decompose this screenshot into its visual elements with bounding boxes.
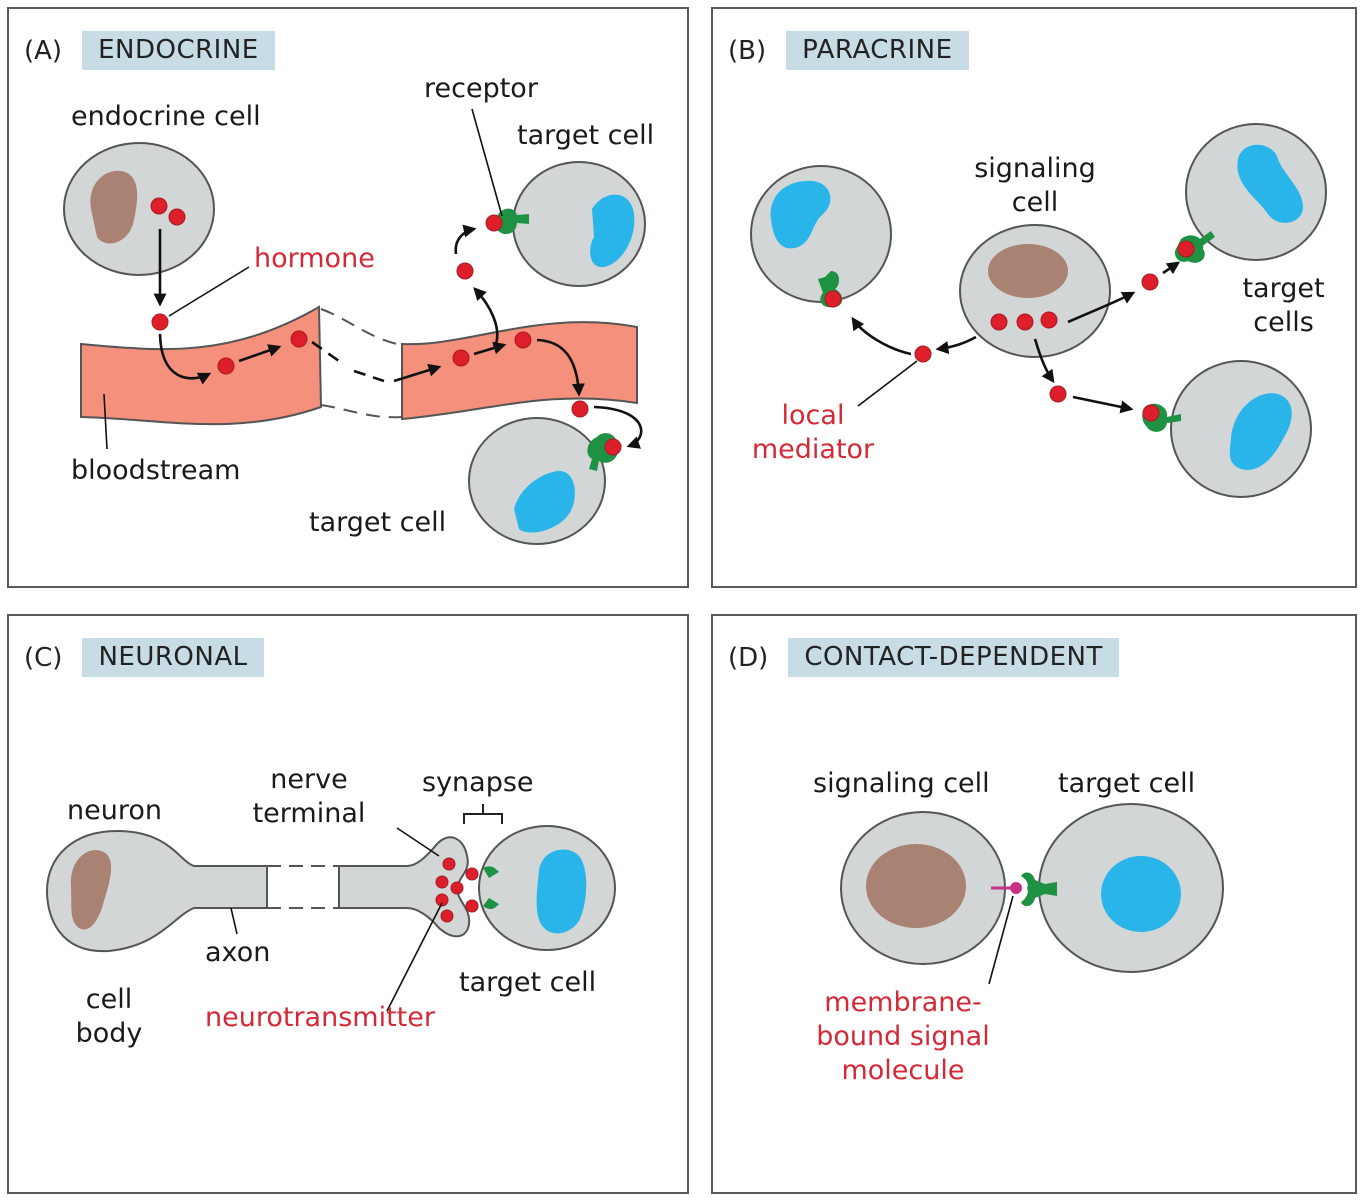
receptor-top (496, 208, 529, 235)
local-mediator-label: local mediator (751, 400, 875, 465)
panel-b-title: PARACRINE (786, 31, 969, 70)
neurotransmitter-label: neurotransmitter (205, 1002, 435, 1033)
bloodstream-left (80, 305, 323, 426)
local-mediator-dot (914, 345, 932, 363)
panel-neuronal: (C) NEURONAL nerve terminal synapse neur… (7, 614, 689, 1194)
target-cell-c-label: target cell (459, 967, 597, 998)
membrane-bound-label: membrane- bound signal molecule (816, 987, 990, 1086)
cell-body-label: cell body (75, 984, 143, 1049)
synapse-label: synapse (422, 767, 534, 798)
target-cell-top-label: target cell (517, 120, 655, 151)
panel-c-header: (C) NEURONAL (24, 638, 264, 677)
panel-b-letter: (B) (728, 35, 767, 66)
contact-diagram (840, 803, 1224, 985)
neuron-label: neuron (67, 795, 162, 826)
panel-c-letter: (C) (24, 642, 63, 673)
panel-endocrine: (A) ENDOCRINE endocrine cell hormone rec… (7, 7, 689, 588)
panel-d-header: (D) CONTACT-DEPENDENT (728, 638, 1119, 677)
neuronal-diagram (45, 804, 616, 1012)
signaling-cell-d-label: signaling cell (813, 768, 990, 799)
panel-c-title: NEURONAL (82, 638, 264, 677)
receptor-label: receptor (424, 73, 538, 104)
panel-d-title: CONTACT-DEPENDENT (788, 638, 1119, 677)
receptor-d (1021, 872, 1057, 907)
endocrine-cell (63, 142, 215, 276)
panel-b-header: (B) PARACRINE (728, 31, 969, 70)
nerve-terminal-label: nerve terminal (252, 764, 366, 829)
target-cells-label: target cells (1242, 273, 1325, 338)
panel-a-title: ENDOCRINE (82, 31, 275, 70)
hormone-dot (151, 313, 169, 331)
axon-label: axon (205, 937, 271, 968)
endocrine-nucleus (90, 170, 138, 244)
endocrine-cell-label: endocrine cell (71, 101, 261, 132)
paracrine-diagram (750, 123, 1327, 498)
panel-d-letter: (D) (728, 642, 769, 673)
panel-a-header: (A) ENDOCRINE (24, 31, 275, 70)
signaling-cell-label: signaling cell (974, 153, 1096, 218)
endocrine-diagram (63, 108, 646, 545)
panel-paracrine: (B) PARACRINE signaling cell target cell… (711, 7, 1357, 588)
target-cell-bottom-label: target cell (309, 507, 447, 538)
panel-a-letter: (A) (24, 35, 63, 66)
panel-contact-dependent: (D) CONTACT-DEPENDENT signaling cell tar… (711, 614, 1357, 1194)
target-cell-d-label: target cell (1058, 768, 1196, 799)
hormone-label: hormone (254, 243, 375, 274)
bloodstream-label: bloodstream (71, 455, 241, 486)
